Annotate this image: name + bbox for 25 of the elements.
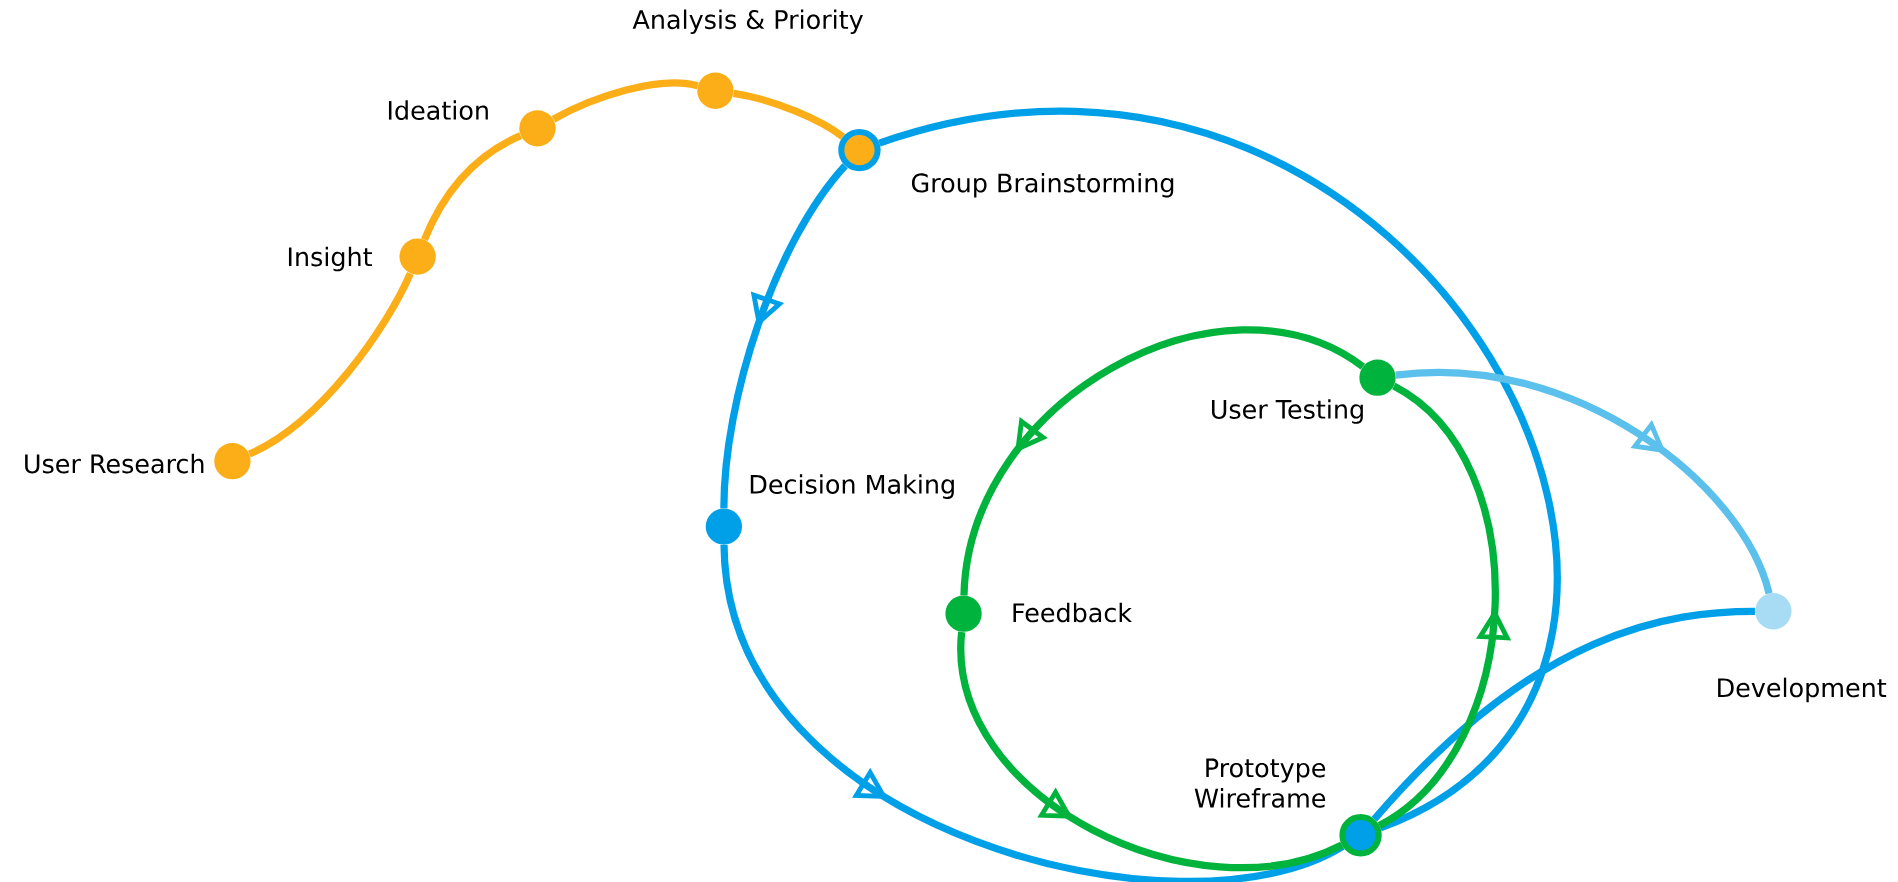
step-label: Decision Making [750,474,954,499]
step-label: User Research [25,453,204,474]
dot [697,72,734,109]
dot [399,238,436,275]
dot [1755,592,1792,630]
step-label: Development [1718,677,1887,703]
step-label: Ideation [388,100,488,120]
step-label: Feedback [1013,602,1132,623]
arrow [720,163,848,509]
dot [1339,813,1382,857]
dot [705,508,743,545]
dot [519,109,556,147]
dot [214,442,251,480]
step-label: User Testing [1212,399,1363,424]
arrow [960,326,1365,596]
dot [1359,359,1396,396]
dot [838,128,881,172]
step-label: Group Brainstorming [911,172,1174,198]
step-label: Prototype Wireframe [1194,758,1326,808]
step-label: Analysis & Priority [632,9,863,34]
arrow [720,544,1345,882]
arrow [958,631,1344,871]
step-label: Insight [288,246,372,272]
dot [945,595,982,632]
arrow [1395,368,1773,595]
